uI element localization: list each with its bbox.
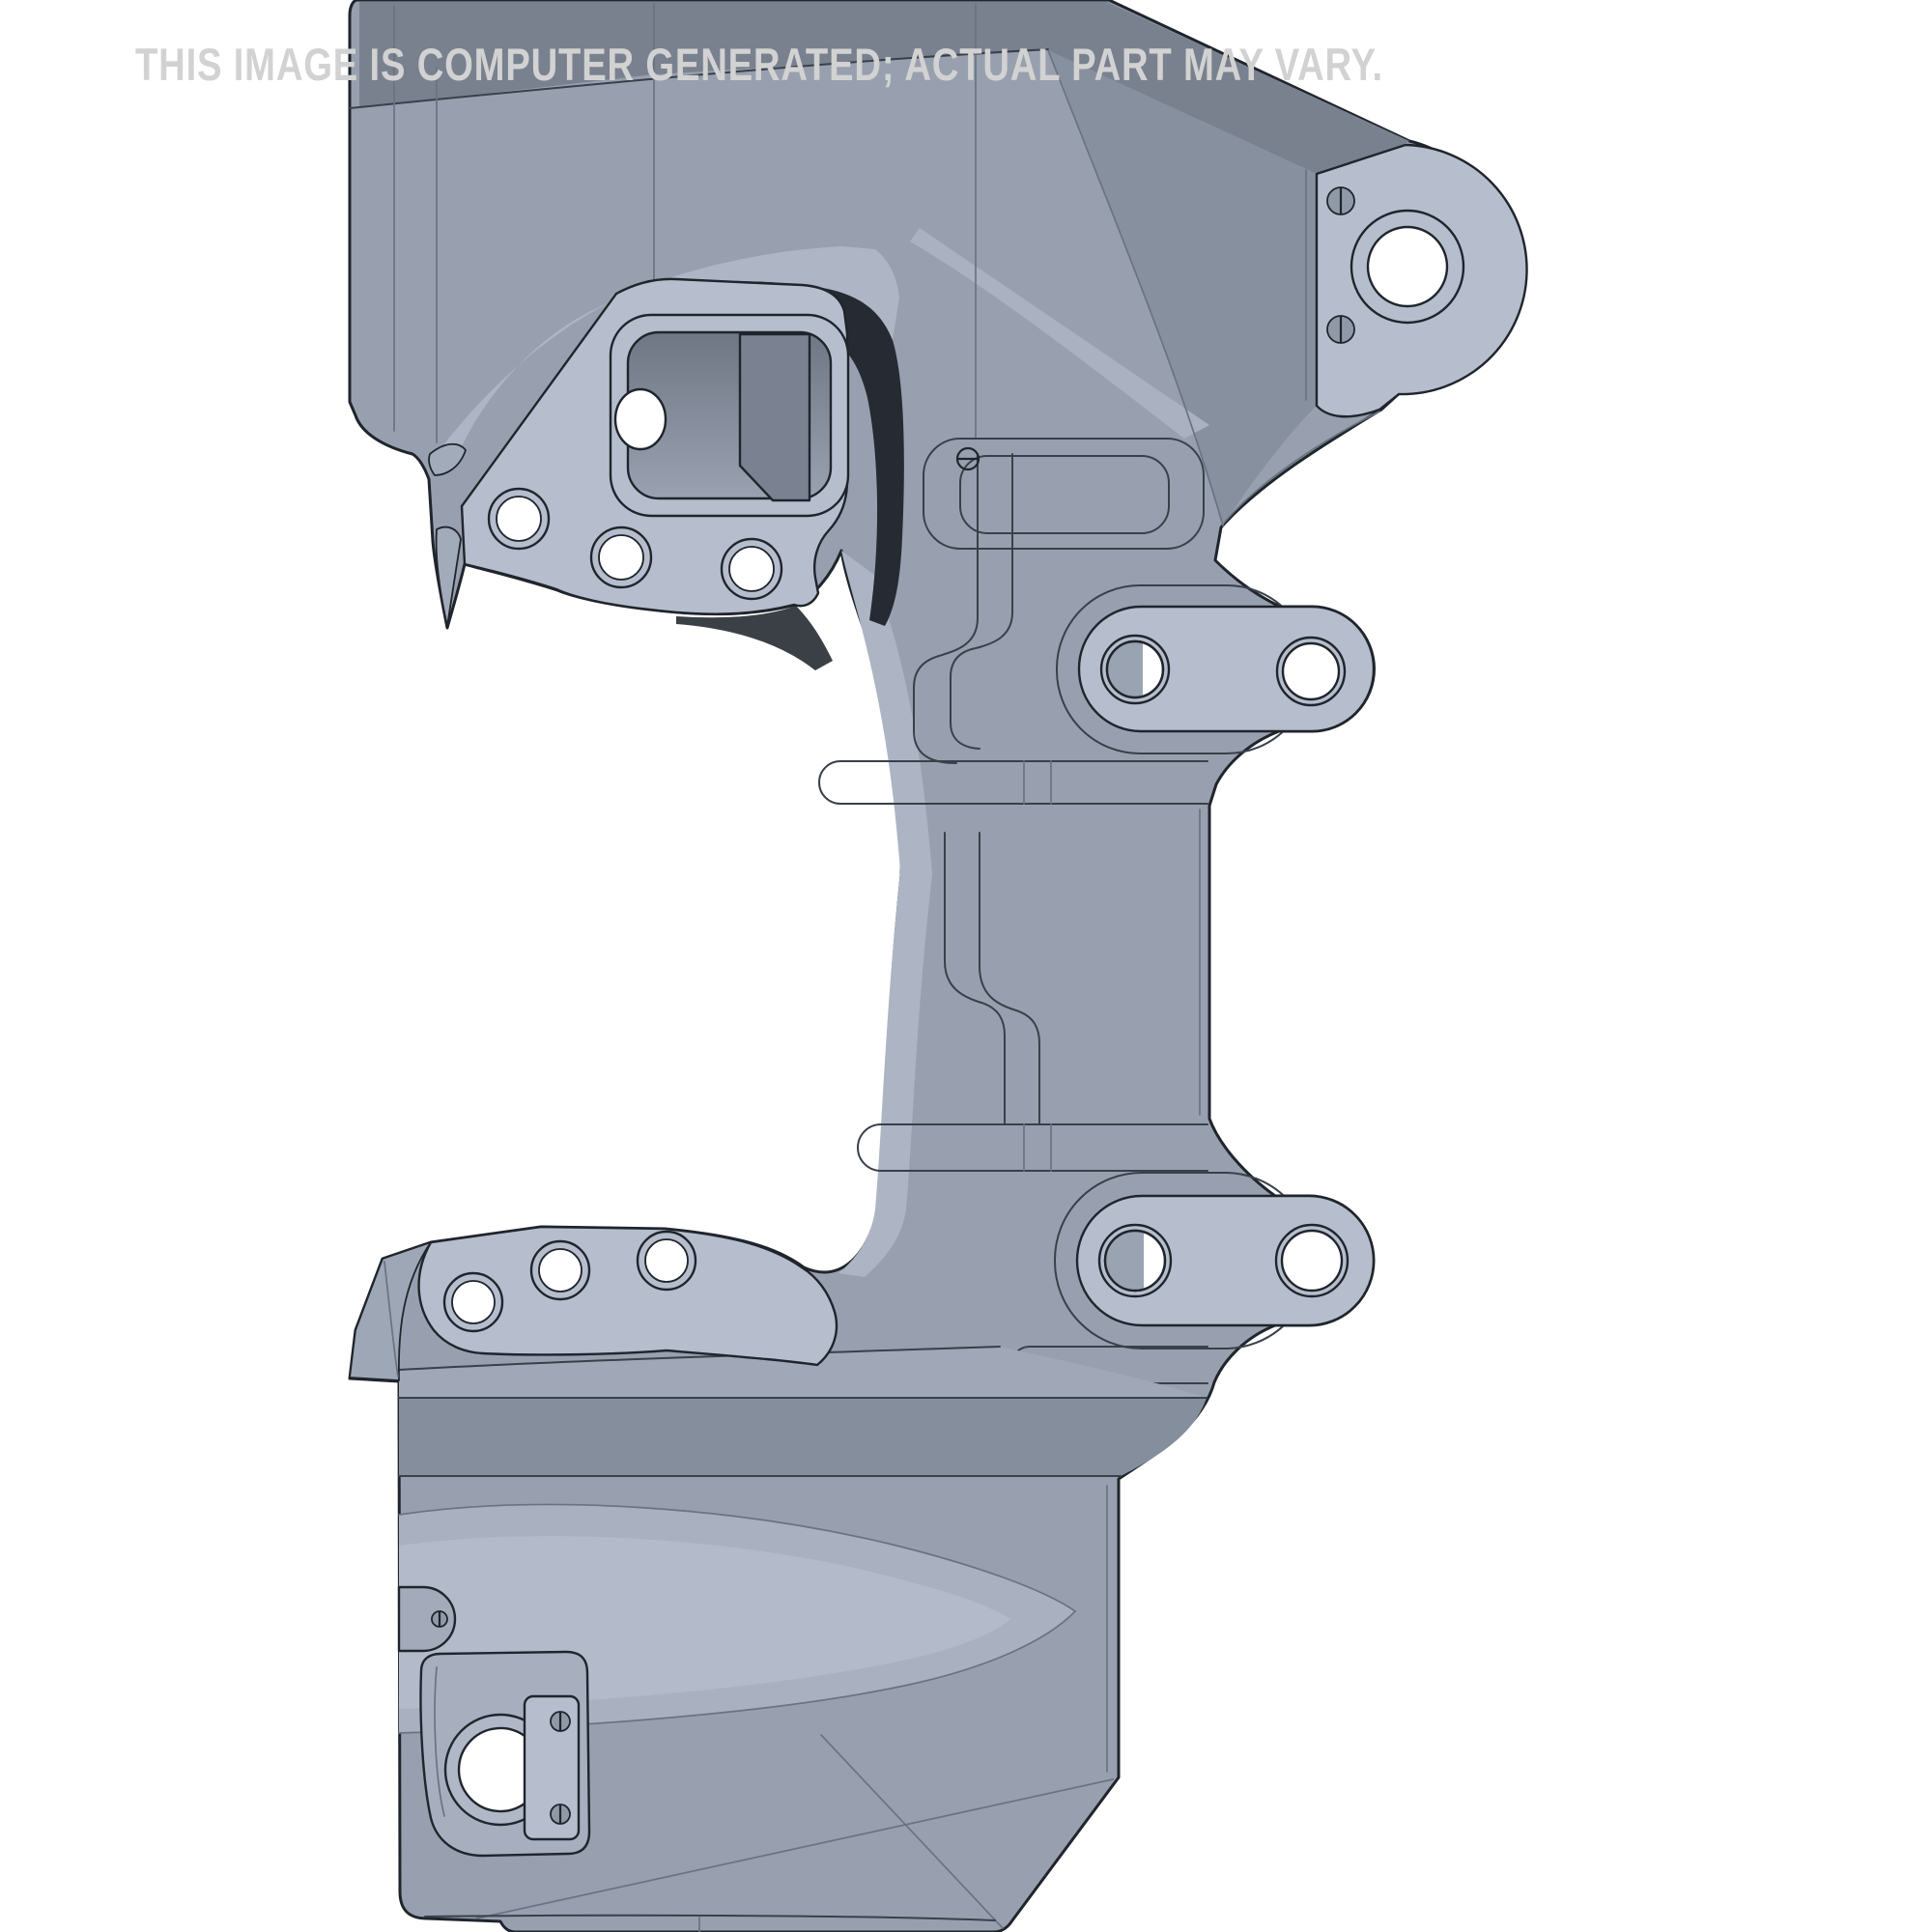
lug-hole — [1281, 641, 1341, 701]
s-groove-lower-a — [979, 832, 1040, 1125]
lug-hole-rim — [1103, 1229, 1167, 1293]
lug-hole-wedge — [1106, 1230, 1144, 1291]
bolt-hole — [598, 534, 644, 581]
web-highlight-sliver — [910, 228, 1209, 439]
fang-lower — [435, 526, 462, 627]
boss-crease — [434, 1666, 445, 1817]
spine-boss-frame-outer — [923, 438, 1205, 550]
s-groove-lower-b — [944, 832, 1006, 1125]
s-groove-upper-b — [950, 453, 1013, 750]
bracket-part — [348, 0, 1528, 1932]
lower-bolt-flange — [349, 1225, 838, 1381]
arch-band — [437, 246, 899, 454]
teardrop-outline — [398, 1503, 1077, 1734]
slotted-detail — [955, 446, 980, 471]
chamfer-crease-1 — [475, 1778, 1114, 1919]
bolt-hole — [496, 496, 542, 542]
lug-hole-rim — [1105, 639, 1165, 699]
chamfer-crease-2 — [820, 1734, 1004, 1929]
slab-top-fold-line — [349, 48, 1049, 109]
upper-bolt-flange — [460, 277, 850, 670]
pad-under-upper-lug — [818, 760, 1208, 805]
lower-pivot-lug — [1054, 1172, 1376, 1350]
clamp-hole-rim — [457, 1726, 526, 1813]
spike-crease — [384, 1261, 399, 1378]
lug-hole — [1280, 1229, 1344, 1293]
bolt-hole — [538, 1248, 582, 1293]
clamp-boss — [419, 1650, 591, 1858]
housing-band — [399, 1398, 1207, 1476]
upper-pivot-lug — [1056, 584, 1376, 754]
plate-shadow-wedge — [676, 606, 833, 670]
right-web-face — [1048, 50, 1317, 526]
spine-boss-frame-inner — [959, 455, 1170, 534]
pocket-step-block — [738, 332, 811, 502]
web-crease — [1047, 49, 1224, 526]
s-groove-upper-a — [913, 453, 979, 764]
pocket-hole — [613, 387, 668, 451]
bolt-hole — [644, 1238, 689, 1283]
fang-upper — [428, 442, 467, 476]
clamp-plate — [523, 1694, 581, 1841]
upper-concave-side-line — [1224, 411, 1380, 523]
watermark-text: THIS IMAGE IS COMPUTER GENERATED; ACTUAL… — [135, 39, 1383, 90]
clamp-hole — [459, 1728, 542, 1811]
large-bore-hole — [1366, 225, 1449, 308]
lug-hole-wedge — [1107, 641, 1143, 697]
corner-fangs — [428, 442, 467, 627]
top-right-mounting-lug — [1305, 143, 1528, 418]
saddle-crescent — [838, 551, 932, 1277]
pad-above-lower-lug — [857, 1123, 1208, 1172]
flange-plate — [417, 1225, 838, 1367]
bolt-hole — [451, 1280, 496, 1324]
housing-top-fold — [398, 1346, 1001, 1371]
housing-top-strip — [399, 1347, 1207, 1398]
top-face — [359, 2, 1409, 174]
bolt-hole — [728, 546, 775, 592]
side-tab — [397, 1585, 457, 1653]
bottom-fold-line — [424, 1914, 996, 1921]
upper-body — [349, 2, 1409, 526]
